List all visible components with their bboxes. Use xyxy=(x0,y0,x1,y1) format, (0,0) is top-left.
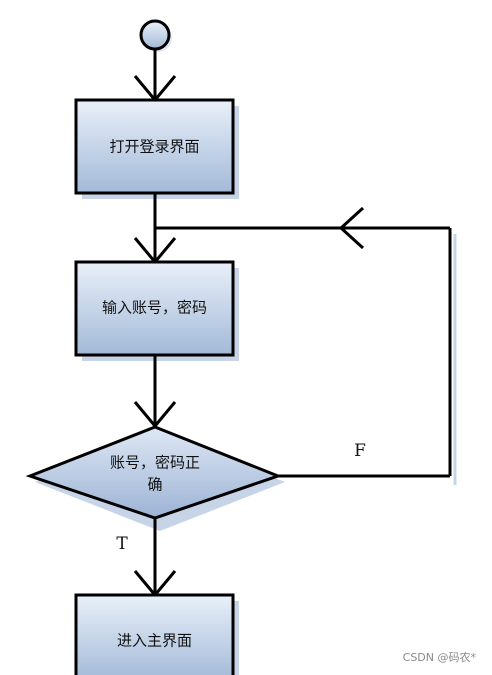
connector-check-to-main xyxy=(133,518,177,598)
edge-label-true: T xyxy=(116,534,128,554)
node-input-credentials-label: 输入账号，密码 xyxy=(102,299,207,317)
connector-false-loop xyxy=(155,206,457,485)
node-enter-main-label: 进入主界面 xyxy=(117,632,192,650)
start-node xyxy=(139,19,172,52)
node-open-login-label: 打开登录界面 xyxy=(109,138,199,156)
node-enter-main: 进入主界面 xyxy=(74,593,239,675)
node-credentials-check: 账号，密码正 确 xyxy=(25,425,285,531)
node-open-login: 打开登录界面 xyxy=(74,98,239,199)
edge-label-false: F xyxy=(354,441,366,461)
node-input-credentials: 输入账号，密码 xyxy=(74,260,239,361)
connector-start-to-login xyxy=(133,49,177,103)
node-credentials-check-line1: 账号，密码正 xyxy=(110,454,200,472)
node-credentials-check-line2: 确 xyxy=(147,476,162,494)
connector-input-to-check xyxy=(133,355,177,429)
watermark: CSDN @码农* xyxy=(402,651,476,664)
